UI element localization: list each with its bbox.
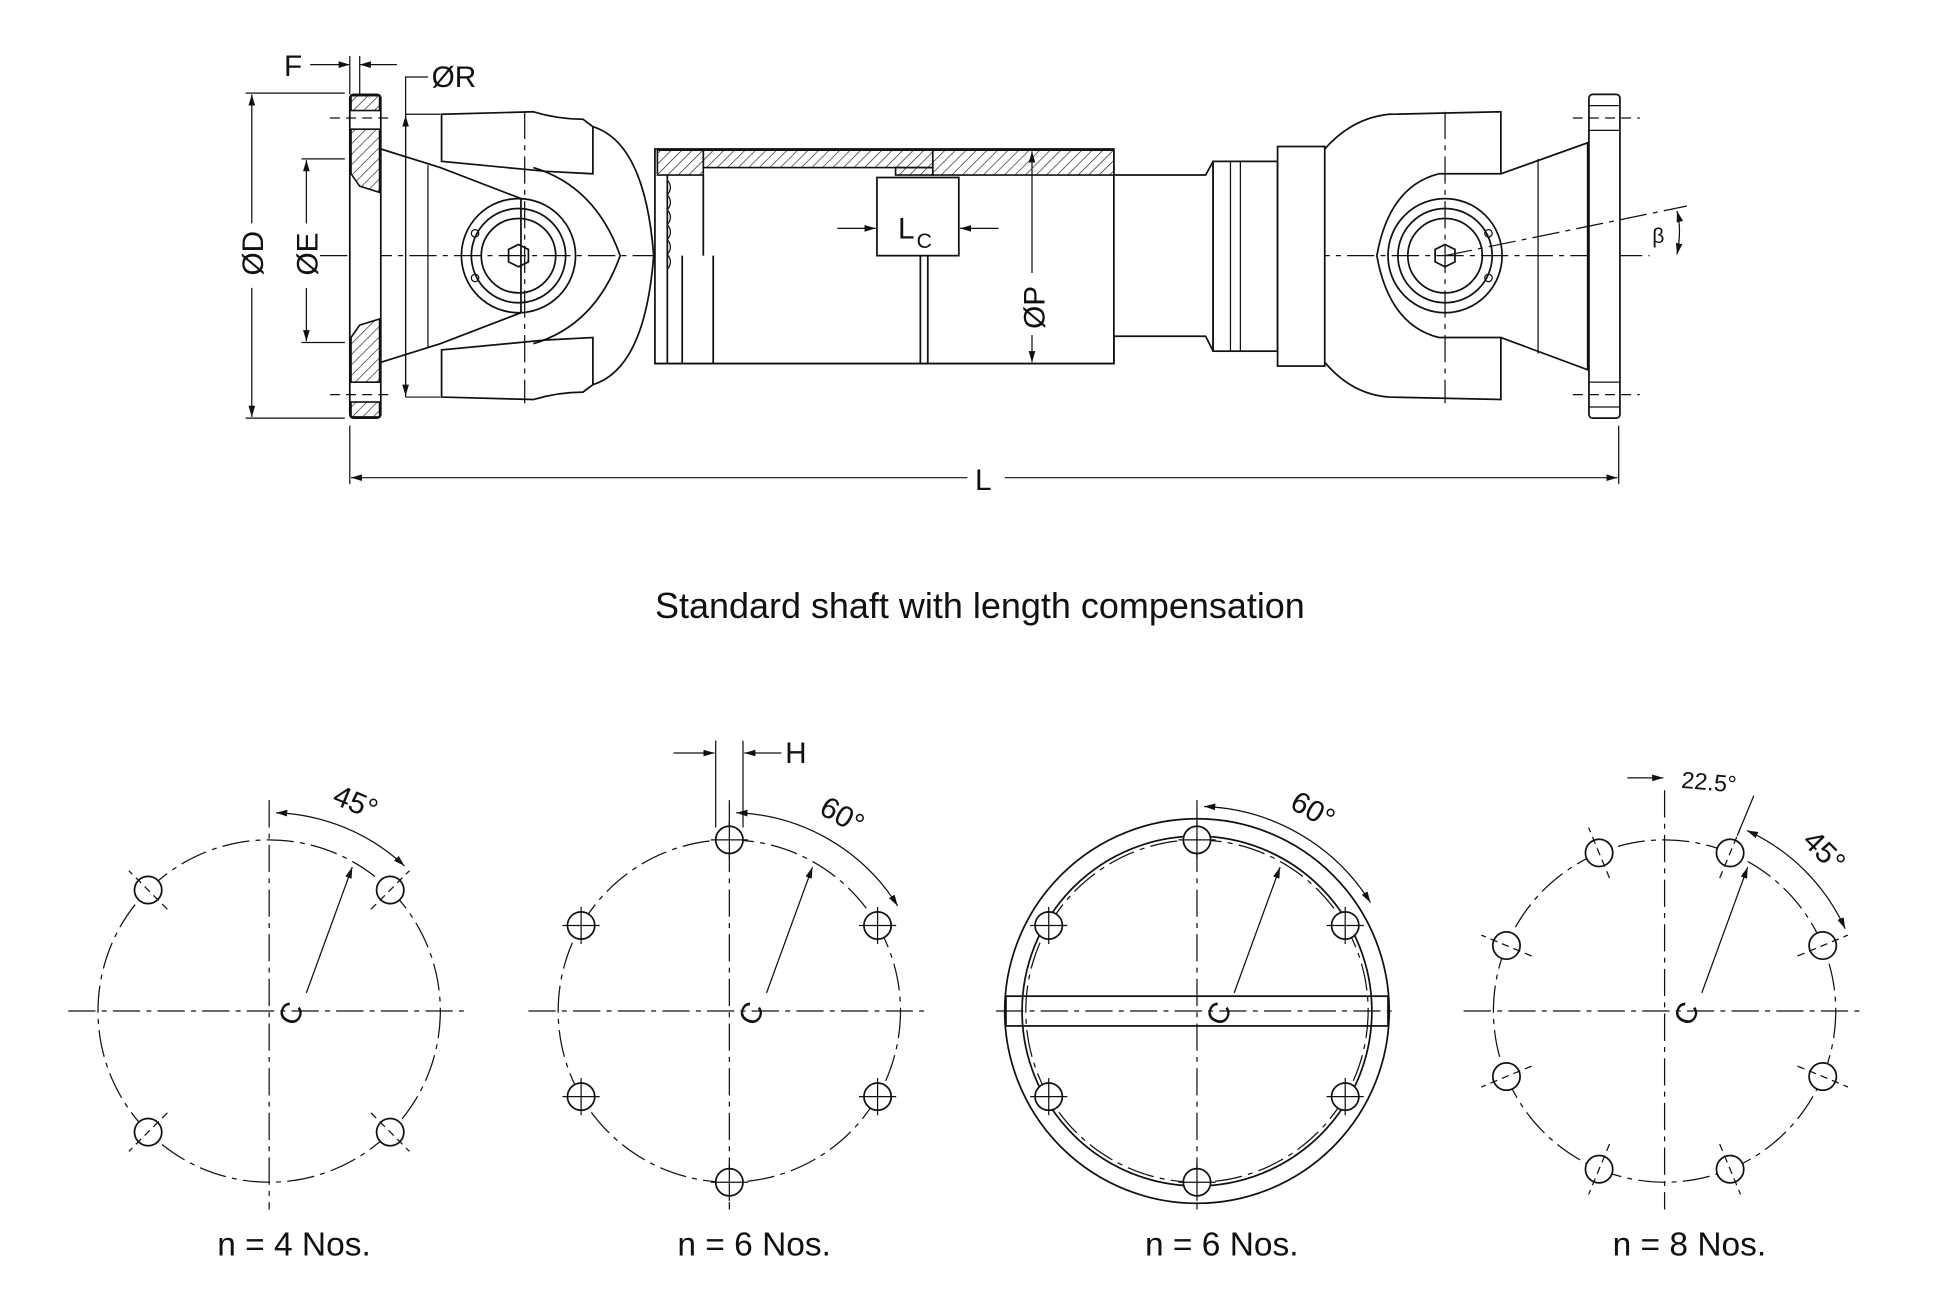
hole-diameter-label: H <box>785 737 807 770</box>
label-D: ØD <box>237 231 270 276</box>
label-beta: β <box>1652 225 1664 248</box>
label-R: ØR <box>432 61 477 94</box>
radius-arrow <box>765 866 814 994</box>
dimension-D: ØD <box>237 92 345 419</box>
hole-centerline <box>1481 1065 1532 1088</box>
hole-centerline <box>128 1112 168 1152</box>
angle-dimension-arc <box>1746 829 1846 930</box>
dimension-R: ØR <box>402 61 477 398</box>
radius-arrow <box>1233 866 1281 994</box>
dimension-E: ØE <box>292 158 345 344</box>
hex-bolt-icon <box>1434 243 1456 268</box>
label-Lc-subscript: C <box>917 230 932 253</box>
hole-centerline <box>1588 827 1611 879</box>
radius-label: C <box>732 997 771 1030</box>
angle-label: 45° <box>328 779 382 827</box>
pattern-caption: n = 4 Nos. <box>217 1226 371 1263</box>
right-flange <box>1572 93 1640 420</box>
bolt-pattern-3: 60°Cn = 6 Nos. <box>996 785 1398 1263</box>
label-Lc: L <box>898 212 915 245</box>
radius-label: C <box>272 997 311 1030</box>
pattern-caption: n = 6 Nos. <box>677 1226 831 1263</box>
hole-centerline <box>370 870 410 910</box>
bolt-patterns: 45°Cn = 4 Nos.60°CHn = 6 Nos.60°Cn = 6 N… <box>68 737 1866 1263</box>
right-yoke <box>1324 110 1589 404</box>
dimension-P: ØP <box>1018 151 1051 363</box>
angle-dimension-arc <box>276 809 405 867</box>
bolt-pattern-4: 45°C22.5°n = 8 Nos. <box>1463 767 1866 1263</box>
radius-arrow <box>305 866 353 994</box>
hole-centerline <box>370 1112 410 1152</box>
extension-line <box>1736 795 1755 836</box>
label-E: ØE <box>292 233 325 276</box>
label-F: F <box>284 50 302 83</box>
hole-centerline <box>1797 934 1849 957</box>
hole-centerline <box>1588 1143 1611 1195</box>
shaft-side-view: F ØR ØD ØE L C <box>237 50 1688 497</box>
bolt-pattern-2: 60° C Hn = 6 Nos. <box>528 737 931 1263</box>
hole-centerline <box>1797 1065 1849 1088</box>
radius-arrow <box>1701 866 1749 994</box>
hole-centerline <box>1719 827 1742 879</box>
figure-title: Standard shaft with length compensation <box>655 585 1305 626</box>
hex-bolt-icon <box>507 243 530 268</box>
dimension-F: F <box>284 50 397 95</box>
offset-angle-label: 22.5° <box>1680 767 1737 798</box>
angle-dimension-arc <box>736 809 899 907</box>
angle-label: 60° <box>1285 785 1340 836</box>
shaft-tube <box>654 145 1326 367</box>
bolt-pattern-1: 45° Cn = 4 Nos. <box>68 779 471 1263</box>
hole-centerline <box>128 870 168 910</box>
radius-label: C <box>1667 997 1706 1030</box>
dimension-beta: β <box>1444 205 1688 257</box>
label-P: ØP <box>1018 286 1051 329</box>
hole-centerline <box>1481 934 1532 957</box>
left-yoke <box>380 110 655 404</box>
pattern-caption: n = 8 Nos. <box>1613 1226 1767 1263</box>
dimension-Lc: L C <box>837 212 999 253</box>
left-flange <box>329 93 395 420</box>
label-L: L <box>975 464 992 497</box>
angle-dimension-arc <box>1204 803 1372 903</box>
hole-centerline <box>1719 1143 1742 1195</box>
pattern-caption: n = 6 Nos. <box>1145 1226 1299 1263</box>
dimension-L: L <box>349 425 1620 497</box>
angle-label: 60° <box>814 790 869 841</box>
